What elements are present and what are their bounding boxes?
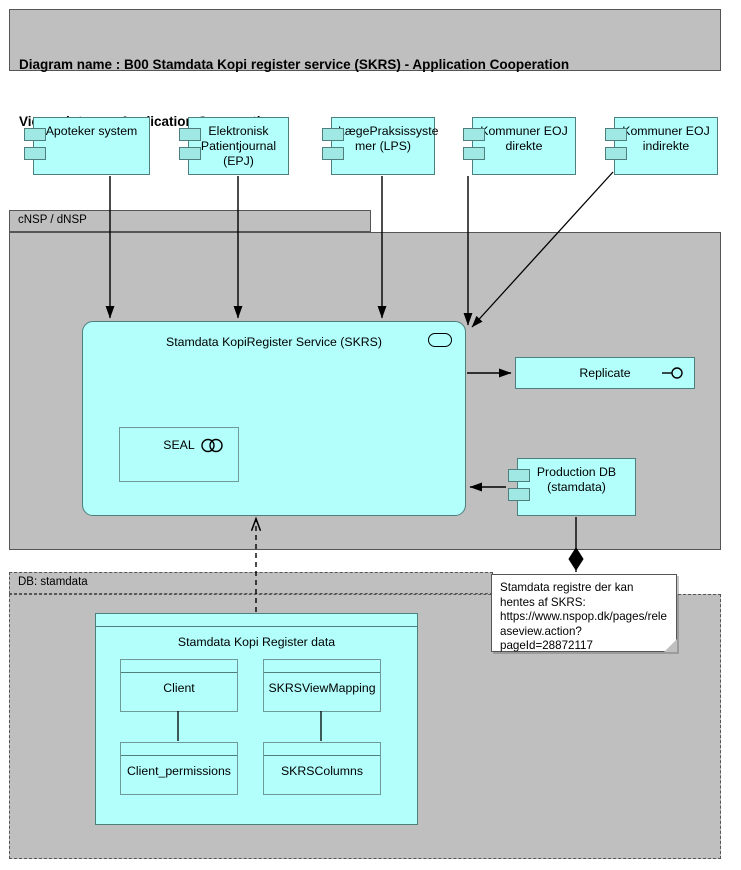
component-tab-icon bbox=[463, 147, 485, 160]
class-strip bbox=[264, 743, 380, 756]
note-fold-corner bbox=[664, 639, 677, 652]
data-container-strip bbox=[96, 614, 417, 627]
table-client[interactable]: Client bbox=[120, 659, 238, 712]
component-tab-icon bbox=[322, 128, 344, 141]
table-label: SKRSColumns bbox=[280, 764, 363, 778]
composition-diamond bbox=[568, 547, 584, 571]
package-db-stamdata-label: DB: stamdata bbox=[18, 576, 88, 588]
component-tab-icon bbox=[179, 128, 201, 141]
table-label: Client_permissions bbox=[127, 764, 231, 778]
application-service-label: Stamdata KopiRegister Service (SKRS) bbox=[166, 335, 382, 349]
component-tab-icon bbox=[24, 128, 46, 141]
component-kommuner-eoj-indirekte[interactable]: Kommuner EOJ indirekte bbox=[605, 117, 718, 175]
application-collaboration-icon bbox=[201, 438, 223, 453]
table-label: Client bbox=[163, 681, 195, 695]
table-skrsviewmapping[interactable]: SKRSViewMapping bbox=[263, 659, 381, 712]
table-client-permissions[interactable]: Client_permissions bbox=[120, 742, 238, 795]
component-laegepraksissystemer-lps[interactable]: LægePraksissyste mer (LPS) bbox=[322, 117, 439, 175]
component-tab-icon bbox=[508, 469, 530, 482]
component-label: Kommuner EOJ indirekte bbox=[622, 124, 710, 153]
component-tab-icon bbox=[24, 147, 46, 160]
component-elektronisk-patientjournal[interactable]: Elektronisk Patientjournal (EPJ) bbox=[179, 117, 289, 175]
class-strip bbox=[121, 660, 237, 673]
note-text: Stamdata registre der kan hentes af SKRS… bbox=[500, 581, 667, 653]
package-db-stamdata-tab: DB: stamdata bbox=[9, 572, 493, 594]
application-collaboration-seal[interactable]: SEAL bbox=[119, 427, 239, 482]
application-service-skrs[interactable]: Stamdata KopiRegister Service (SKRS) SEA… bbox=[82, 321, 466, 516]
component-tab-icon bbox=[508, 488, 530, 501]
component-label: Kommuner EOJ direkte bbox=[480, 124, 568, 153]
component-tab-icon bbox=[463, 128, 485, 141]
table-skrscolumns[interactable]: SKRSColumns bbox=[263, 742, 381, 795]
package-cnsp-dnsp-tab: cNSP / dNSP bbox=[9, 210, 371, 232]
component-label: LægePraksissyste mer (LPS) bbox=[338, 124, 439, 153]
diagram-header: Diagram name : B00 Stamdata Kopi registe… bbox=[9, 9, 721, 129]
note-stamdata-registre[interactable]: Stamdata registre der kan hentes af SKRS… bbox=[491, 574, 677, 652]
diagram-name-line: Diagram name : B00 Stamdata Kopi registe… bbox=[19, 57, 570, 72]
component-label: Elektronisk Patientjournal (EPJ) bbox=[200, 124, 277, 168]
table-label: SKRSViewMapping bbox=[268, 681, 376, 695]
component-production-db[interactable]: Production DB (stamdata) bbox=[508, 458, 636, 516]
application-interface-icon bbox=[662, 367, 683, 379]
seal-label: SEAL bbox=[163, 438, 195, 452]
class-strip bbox=[264, 660, 380, 673]
component-tab-icon bbox=[322, 147, 344, 160]
component-apoteker-system[interactable]: Apoteker system bbox=[24, 117, 150, 175]
data-container-stamdata-kopi-register[interactable]: Stamdata Kopi Register data Client SKRSV… bbox=[95, 613, 418, 825]
class-strip bbox=[121, 743, 237, 756]
application-interface-replicate[interactable]: Replicate bbox=[515, 357, 695, 389]
component-tab-icon bbox=[605, 147, 627, 160]
component-label: Apoteker system bbox=[45, 124, 138, 138]
component-tab-icon bbox=[605, 128, 627, 141]
replicate-label: Replicate bbox=[579, 366, 631, 380]
component-label: Production DB (stamdata) bbox=[536, 465, 617, 494]
component-tab-icon bbox=[179, 147, 201, 160]
package-cnsp-dnsp-label: cNSP / dNSP bbox=[18, 214, 87, 226]
application-service-icon bbox=[428, 333, 452, 347]
data-container-label: Stamdata Kopi Register data bbox=[177, 635, 336, 649]
component-kommuner-eoj-direkte[interactable]: Kommuner EOJ direkte bbox=[463, 117, 576, 175]
